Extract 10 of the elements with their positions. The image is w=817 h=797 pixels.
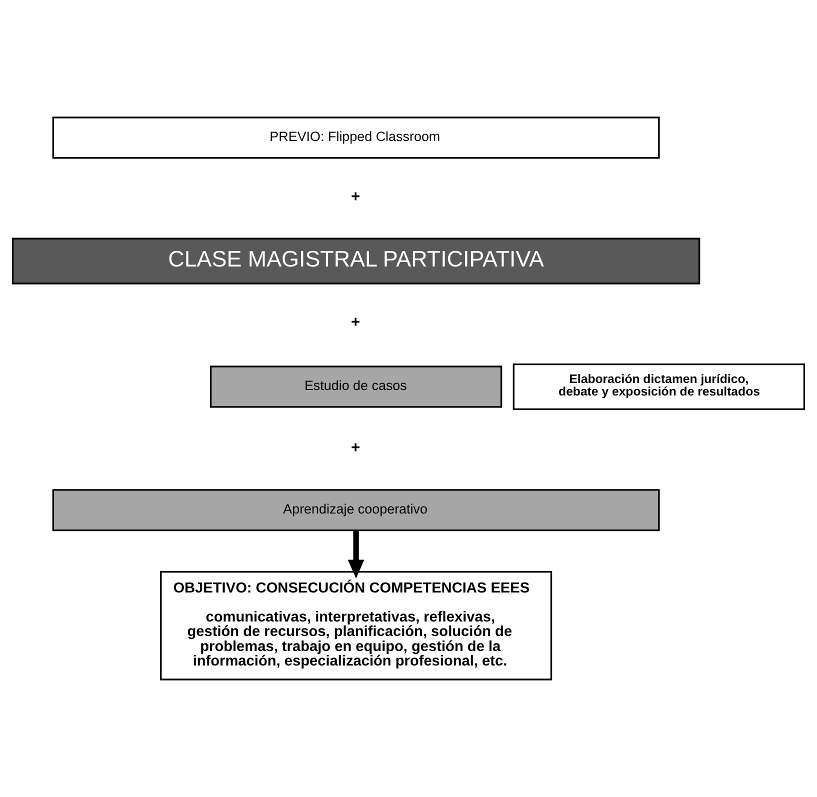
label: + <box>351 188 360 206</box>
arrow <box>348 530 364 578</box>
label: + <box>351 440 360 457</box>
node-box: Elaboración dictamen jurídico, debate y exposición de resultados <box>512 363 806 410</box>
label: + <box>351 314 360 331</box>
node-box: Estudio de casos <box>210 366 502 408</box>
node-box: PREVIO: Flipped Classroom <box>52 116 660 159</box>
node-box: Aprendizaje cooperativo <box>52 489 660 532</box>
node-box: OBJETIVO: CONSECUCIÓN COMPETENCIAS EEES comunicativas, interpretativas, reflexivas, gestión de recursos, planificación, solución de problemas, trabajo en equipo, gestión de la información, especialización profesional, etc. <box>160 570 552 680</box>
node-box: CLASE MAGISTRAL PARTICIPATIVA <box>12 238 700 284</box>
